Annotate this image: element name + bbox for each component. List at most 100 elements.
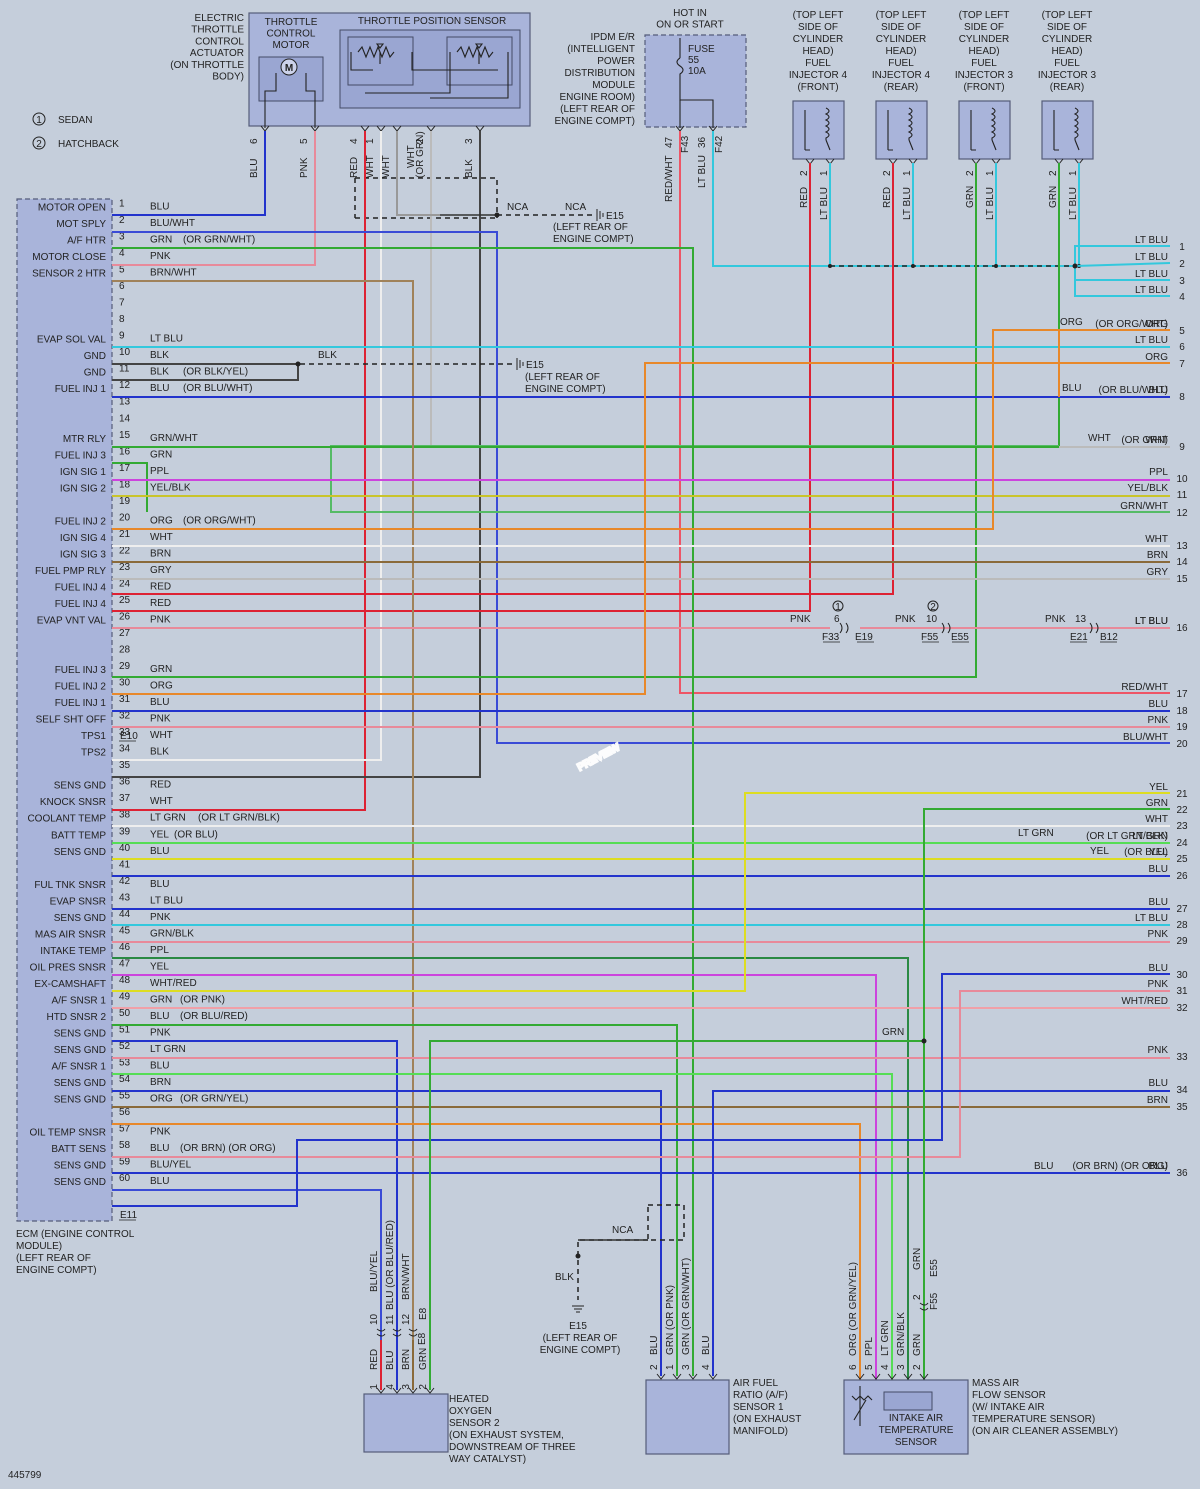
wire-mot-sply [112,231,1170,744]
injector-wire-color: RED [882,187,893,208]
fuel-injector [792,100,845,160]
ecm-wire-color: BLU [150,383,169,394]
o2s2-label: SENSOR 2 [449,1418,500,1429]
maf-label: (ON AIR CLEANER ASSEMBLY) [972,1426,1118,1437]
ecm-wire-color: PNK [150,714,171,725]
throttle-actuator-label: THROTTLE [191,25,244,36]
pin-chevron [376,1387,386,1394]
throttle-wire-color: (OR GRN) [415,131,426,178]
wire-o2-grn [429,808,1170,1390]
injector-label: (TOP LEFT [876,10,927,21]
maf-inner-label: SENSOR [895,1437,937,1448]
ecm-wire-color: PNK [150,912,171,923]
o2s2-pin: 1 [369,1384,380,1390]
throttle-pin: 1 [365,138,376,144]
injector-label: (REAR) [1050,82,1084,93]
o2s2-wire-color: RED [369,1349,380,1370]
ipdm-label: (INTELLIGENT [567,44,635,55]
ecm-wire-color: YEL/BLK [150,482,191,493]
evap-connector: B12 [1100,632,1118,643]
ecm-pin-label: EVAP SOL VAL [37,335,107,346]
ecm-pin-number: 8 [119,314,125,325]
diagram-id: 445799 [8,1470,42,1481]
pin-chevron [360,125,370,132]
ecm-pin-number: 4 [119,248,125,259]
ecm-pin-label: SENSOR 2 HTR [32,269,106,280]
fuse-symbol [676,38,714,128]
wire-af-blu [712,1090,1170,1230]
throttle-wire-color: BLU [249,159,260,178]
injector-label: FUEL [1054,58,1080,69]
watermark: PREVIEW [576,742,622,774]
right-wire-alt: (OR BLU/WHT) [1099,385,1168,396]
right-wire-alt: (OR ORG/WHT) [1095,319,1168,330]
right-pin-number: 15 [1176,574,1188,585]
injector-coil [1053,107,1079,150]
right-wire-color: YEL [1149,782,1168,793]
right-wire-alt: (OR BLU) [1124,847,1168,858]
evap-connector: E55 [951,632,969,643]
maf-wire-color: LT GRN [880,1320,891,1356]
ipdm-label: IPDM E/R [591,32,635,43]
o2s2-wire-color: GRN [418,1348,429,1370]
wire-lt-blu-inj [712,131,1075,267]
maf-upper-wire: GRN [912,1248,923,1270]
right-pin-number: 4 [1179,292,1185,303]
injector-label: SIDE OF [1047,22,1087,33]
ecm-wire-color: YEL [150,829,169,840]
ecm-pin-number: 5 [119,265,125,276]
o2s2-upper-pin: 12 [401,1313,412,1325]
wire-sens-gnd-55 [112,1123,861,1390]
right-wire-color: PPL [1149,467,1168,478]
wire-sens-gnd-36 [112,131,366,811]
right-pin-number: 1 [1179,242,1185,253]
nca-label: NCA [565,202,586,213]
wire-af-htr [112,247,694,1230]
afs1-label: (ON EXHAUST [733,1414,801,1425]
ecm-pin-label: SELF SHT OFF [36,715,106,726]
injector-label: HEAD) [802,46,833,57]
injector-label: (TOP LEFT [793,10,844,21]
wire-gnd-2 [112,364,299,381]
ecm-wire-color: BLU/WHT [150,218,195,229]
throttle-motor-label: MOTOR [272,40,309,51]
wire-nca [396,131,440,216]
ecm-pin-label: TPS1 [81,731,106,742]
ecm-pin-number: 27 [119,628,131,639]
ipdm-wire-color: LT BLU [697,155,708,188]
pin-chevron [656,1373,666,1380]
ecm-wire-color: WHT [150,532,173,543]
ecm-pin-label: GND [84,368,106,379]
ground-note: (LEFT REAR OF [525,372,600,383]
motor-internal [264,73,316,128]
ecm-wire-color: BLU [150,1176,169,1187]
right-wire-color: ORG [1145,319,1168,330]
throttle-wire-color: PNK [299,157,310,178]
o2s2-connector: E8 [418,1307,429,1320]
wire-sensor-2-htr [112,280,414,1390]
ecm-pin-number: 48 [119,975,131,986]
ecm-wire-color: BLU [150,1143,169,1154]
splice [575,1253,581,1259]
right-pin-number: 34 [1176,1085,1188,1096]
right-wire-color: GRY [1147,567,1169,578]
fuse-label: 10A [688,66,706,77]
injector-label: SIDE OF [798,22,838,33]
ecm-pin-number: 14 [119,413,131,424]
ecm-pin-label: INTAKE TEMP [40,946,106,957]
ecm-pin-label: EVAP SNSR [50,896,106,907]
throttle-actuator-label: (ON THROTTLE [170,60,244,71]
pin-chevron [903,1373,913,1380]
evap-wire-color: PNK [1045,614,1066,625]
ecm-pin-label: GND [84,351,106,362]
ecm-pin-label: KNOCK SNSR [40,797,106,808]
ground-nca-af [577,1239,648,1300]
afs1-label: AIR FUEL [733,1378,778,1389]
ecm-pin-number: 28 [119,645,131,656]
o2s2-upper-pin: 11 [385,1314,396,1325]
ecm-module [16,198,113,1222]
ecm-pin-number: 40 [119,843,131,854]
ipdm-connector: F43 [680,135,691,153]
ecm-wire-color: BRN/WHT [150,268,197,279]
ecm-pin-number: 49 [119,991,131,1002]
